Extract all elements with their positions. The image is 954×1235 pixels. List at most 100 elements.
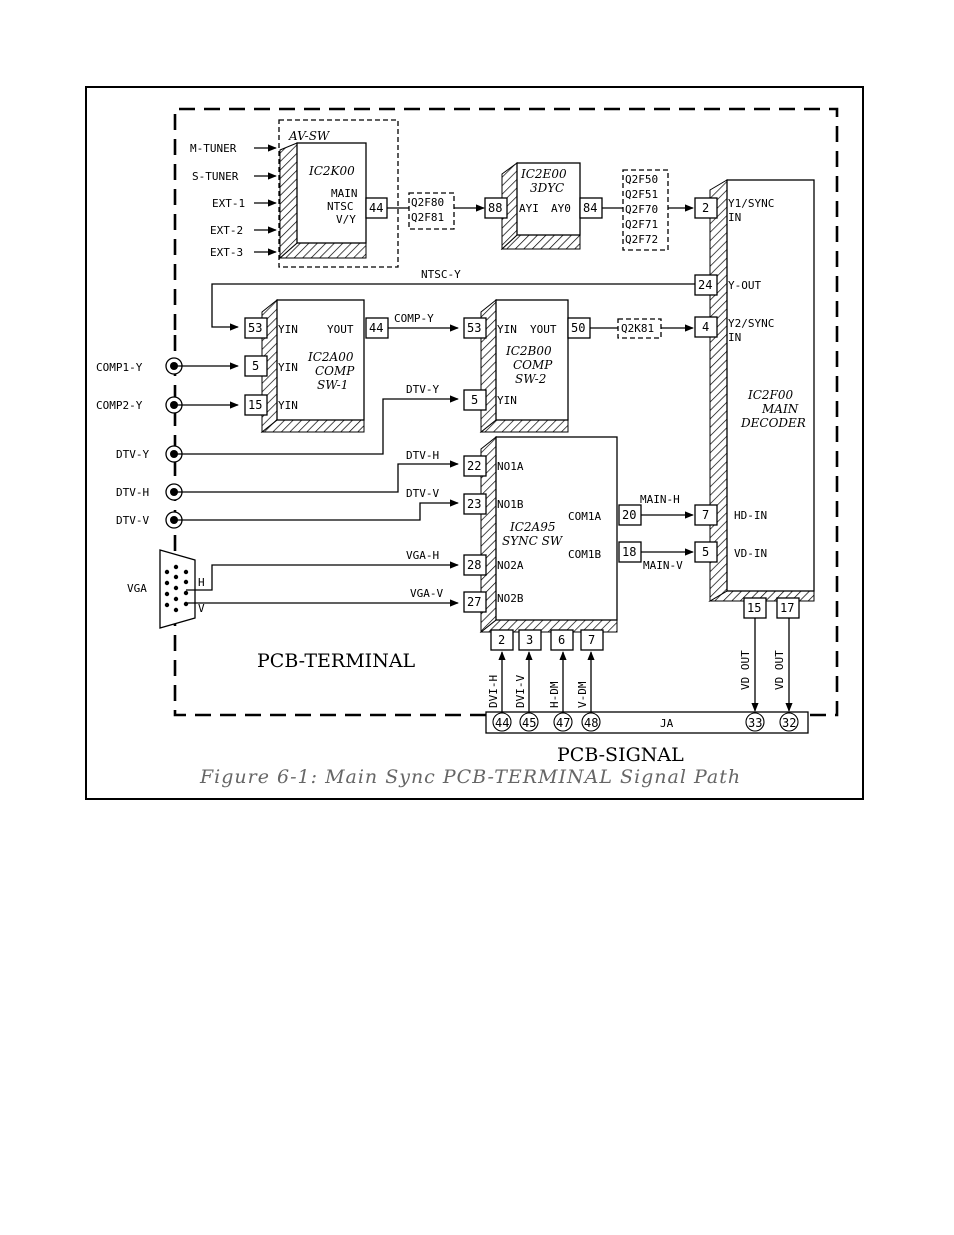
decoder-pin2: 2 — [702, 201, 709, 215]
comp2-sub2: SW-2 — [515, 372, 546, 386]
sync-sw-block: IC2A95 SYNC SW NO1A NO1B NO2A NO2B COM1A… — [463, 435, 642, 651]
sync-com1a: COM1A — [568, 510, 601, 523]
comp1-yin2: YIN — [278, 361, 298, 374]
pcb-terminal-label: PCB-TERMINAL — [257, 650, 416, 672]
ja-pin48: 48 — [584, 716, 598, 730]
ydyc-pin84: 84 — [583, 201, 597, 215]
decoder-pin24: 24 — [698, 278, 712, 292]
vga-connector-icon — [159, 549, 196, 629]
decoder-main: MAIN — [761, 402, 799, 416]
vga-v-pin: V — [198, 602, 205, 615]
comp-sw2-block: IC2B00 COMP SW-2 YIN YOUT YIN 53 5 50 — [463, 298, 591, 434]
comp2-sub: COMP — [513, 358, 553, 372]
decoder-sub: DECODER — [740, 416, 806, 430]
sync-no1a: NO1A — [497, 460, 524, 473]
av-sw-chip: IC2K00 — [308, 164, 355, 178]
sync-pin3: 3 — [526, 633, 533, 647]
av-sw-main: MAIN — [331, 187, 358, 200]
av-sw-pin44: 44 — [369, 201, 383, 215]
decoder-y1in: IN — [728, 211, 741, 224]
ja-pin45: 45 — [522, 716, 536, 730]
decoder-vdin: VD-IN — [734, 547, 767, 560]
av-sw-ntsc: NTSC — [327, 200, 354, 213]
figure-frame — [85, 86, 864, 800]
comp2-pin50: 50 — [571, 321, 585, 335]
filter-q2k81: Q2K81 — [621, 322, 654, 335]
input-m-tuner: M-TUNER — [190, 142, 237, 155]
signal-vga-v: VGA-V — [410, 587, 443, 600]
decoder-yout: Y-OUT — [728, 279, 761, 292]
sync-pin6: 6 — [558, 633, 565, 647]
comp1-pin15: 15 — [248, 398, 262, 412]
comp2-yin2: YIN — [497, 394, 517, 407]
signal-main-v: MAIN-V — [643, 559, 683, 572]
comp2-pin5: 5 — [471, 393, 478, 407]
input-ext-1: EXT-1 — [212, 197, 245, 210]
ydyc-pin88: 88 — [488, 201, 502, 215]
comp1-sub2: SW-1 — [317, 378, 348, 392]
signal-v-dm: V-DM — [576, 681, 589, 708]
ja-label: JA — [660, 717, 674, 730]
ja-pin44: 44 — [495, 716, 509, 730]
signal-ntsc-y: NTSC-Y — [421, 268, 461, 281]
input-ext-3: EXT-3 — [210, 246, 243, 259]
input-dtv-y: DTV-Y — [116, 448, 149, 461]
comp1-yout: YOUT — [327, 323, 354, 336]
signal-vga-h: VGA-H — [406, 549, 439, 562]
ydyc-block: IC2E00 3DYC AYI AY0 88 84 — [484, 162, 603, 251]
signal-dvi-h: DVI-H — [487, 675, 500, 708]
filter-q2f71: Q2F71 — [625, 218, 658, 231]
sync-pin22: 22 — [467, 459, 481, 473]
signal-dvi-v: DVI-V — [514, 675, 527, 708]
sync-pin27: 27 — [467, 595, 481, 609]
signal-vd-out-1: VD OUT — [739, 650, 752, 690]
figure-caption: Figure 6-1: Main Sync PCB-TERMINAL Signa… — [199, 766, 741, 788]
filter-q2f81: Q2F81 — [411, 211, 444, 224]
av-sw-vy: V/Y — [336, 213, 356, 226]
decoder-chip: IC2F00 — [747, 388, 794, 402]
av-sw-title: AV-SW — [288, 129, 331, 143]
input-ext-2: EXT-2 — [210, 224, 243, 237]
input-vga: VGA — [127, 582, 147, 595]
sync-chip: IC2A95 — [509, 520, 556, 534]
sync-pin7: 7 — [588, 633, 595, 647]
ja-pin47: 47 — [556, 716, 570, 730]
signal-main-h: MAIN-H — [640, 493, 680, 506]
input-dtv-v: DTV-V — [116, 514, 149, 527]
decoder-hdin: HD-IN — [734, 509, 767, 522]
pcb-terminal-boundary — [173, 107, 839, 717]
vga-h-pin: H — [198, 576, 205, 589]
main-decoder-block: IC2F00 MAIN DECODER Y1/SYNC IN Y-OUT Y2/… — [694, 179, 815, 619]
comp-sw1-block: IC2A00 COMP SW-1 YIN YOUT YIN YIN 53 5 1… — [244, 298, 389, 434]
ja-pin33: 33 — [748, 716, 762, 730]
sync-pin23: 23 — [467, 497, 481, 511]
input-s-tuner: S-TUNER — [192, 170, 239, 183]
decoder-pin15: 15 — [747, 601, 761, 615]
comp1-yin3: YIN — [278, 399, 298, 412]
decoder-y2in: IN — [728, 331, 741, 344]
sync-com1b: COM1B — [568, 548, 601, 561]
decoder-y1sync: Y1/SYNC — [728, 197, 774, 210]
ydyc-chip: IC2E00 — [520, 167, 567, 181]
comp2-yout: YOUT — [530, 323, 557, 336]
decoder-pin17: 17 — [780, 601, 794, 615]
decoder-y2sync: Y2/SYNC — [728, 317, 774, 330]
sync-no2b: NO2B — [497, 592, 524, 605]
ydyc-ayo: AY0 — [551, 202, 571, 215]
sync-no1b: NO1B — [497, 498, 524, 511]
decoder-pin5: 5 — [702, 545, 709, 559]
comp2-chip: IC2B00 — [505, 344, 552, 358]
comp1-yin1: YIN — [278, 323, 298, 336]
comp1-pin5: 5 — [252, 359, 259, 373]
comp1-pin44: 44 — [369, 321, 383, 335]
sync-pin18: 18 — [622, 545, 636, 559]
signal-h-dm: H-DM — [548, 681, 561, 708]
input-comp1-y: COMP1-Y — [96, 361, 143, 374]
comp1-pin53: 53 — [248, 321, 262, 335]
sync-pin28: 28 — [467, 558, 481, 572]
sync-no2a: NO2A — [497, 559, 524, 572]
av-sw-block: AV-SW IC2K00 MAIN NTSC V/Y 44 — [278, 119, 399, 268]
ydyc-sub: 3DYC — [530, 181, 564, 195]
ydyc-ayi: AYI — [519, 202, 539, 215]
comp1-sub: COMP — [315, 364, 355, 378]
